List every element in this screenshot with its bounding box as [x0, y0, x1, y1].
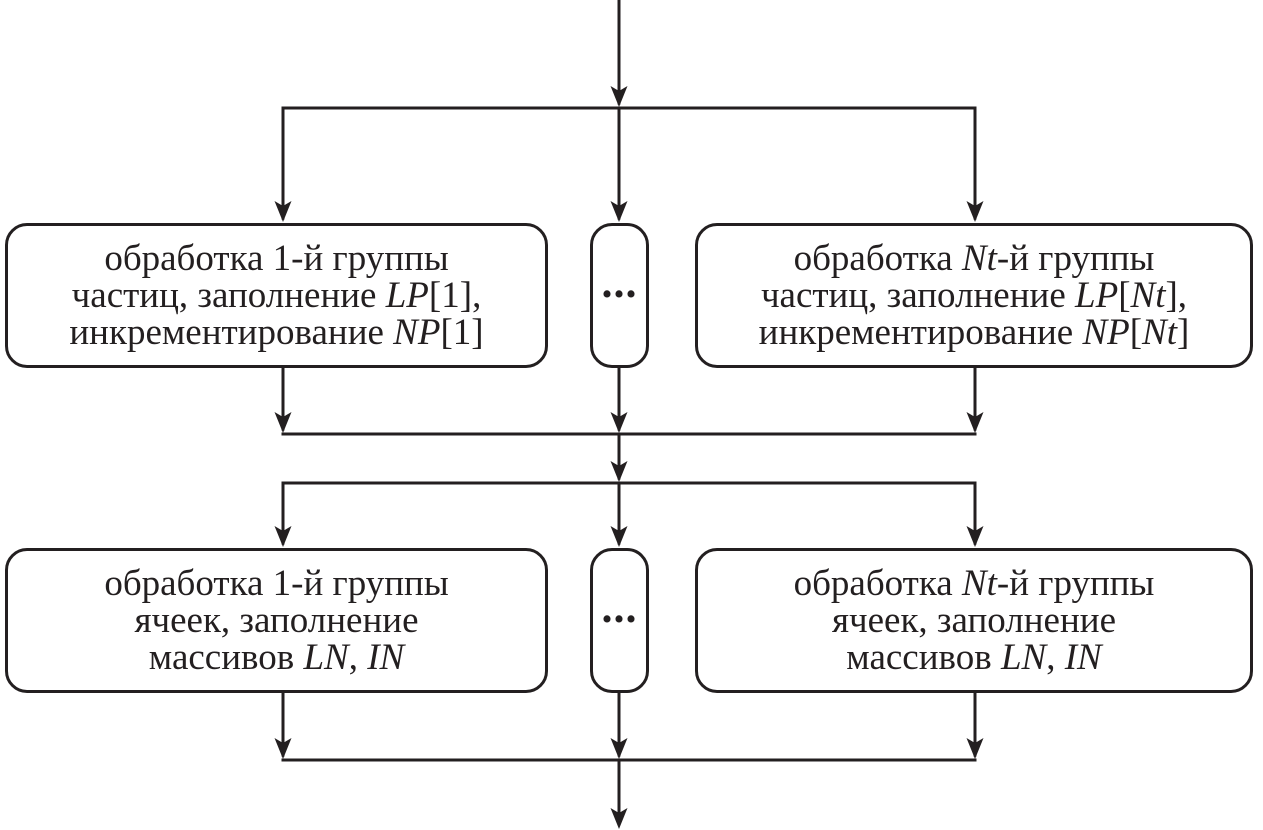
arrowhead-icon [610, 461, 628, 482]
text-segment: [1], [428, 275, 482, 316]
box-text-line: ячеек, заполнение [134, 602, 418, 639]
box-text-line: обработка 1-й группы [104, 240, 448, 277]
ellipsis-text: ... [602, 586, 638, 630]
box-text-line: массивов LN, IN [149, 639, 404, 676]
text-segment: Nt [1130, 275, 1166, 316]
text-segment: Nt [961, 238, 997, 279]
text-segment: ячеек, заполнение [134, 600, 419, 641]
text-segment: обработка 1-й группы [104, 238, 449, 279]
arrowhead-icon [966, 738, 984, 759]
arrowheads [274, 86, 984, 829]
box-process-cells-group-nt: обработка Nt-й группы ячеек, заполнение … [695, 548, 1253, 693]
text-segment: LN [303, 637, 349, 678]
box-text-line: инкрементирование NP[1] [69, 314, 483, 351]
arrowhead-icon [610, 808, 628, 829]
box-ellipsis-cells: ... [590, 548, 649, 693]
arrowhead-icon [274, 738, 292, 759]
arrowhead-icon [966, 201, 984, 222]
text-segment: ... [601, 583, 638, 632]
text-segment: Nt [1142, 312, 1178, 353]
text-segment: [ [1129, 312, 1143, 353]
text-segment: LN [1000, 637, 1047, 678]
arrowhead-icon [966, 412, 984, 433]
text-segment: -й группы [996, 238, 1155, 279]
text-segment: LP [1075, 275, 1119, 316]
text-segment: обработка [793, 238, 962, 279]
arrowhead-icon [610, 738, 628, 759]
box-text-line: обработка Nt-й группы [794, 565, 1155, 602]
text-segment: Nt [961, 563, 997, 604]
text-segment: частиц, заполнение [71, 275, 386, 316]
text-segment: NP [393, 312, 441, 353]
box-text-line: инкрементирование NP[Nt] [759, 314, 1190, 351]
box-text-line: частиц, заполнение LP[1], [72, 277, 482, 314]
box-text-line: обработка 1-й группы [104, 565, 448, 602]
box-text-line: массивов LN, IN [846, 639, 1101, 676]
text-segment: обработка [793, 563, 962, 604]
text-segment: ... [601, 258, 638, 307]
box-text-line: ячеек, заполнение [832, 602, 1116, 639]
arrowhead-icon [610, 201, 628, 222]
box-process-particles-group-1: обработка 1-й группы частиц, заполнение … [5, 223, 548, 368]
arrowhead-icon [610, 526, 628, 547]
text-segment: , [1046, 637, 1065, 678]
text-segment: IN [1064, 637, 1102, 678]
arrowhead-icon [610, 412, 628, 433]
text-segment: частиц, заполнение [760, 275, 1075, 316]
text-segment: , [348, 637, 368, 678]
arrowhead-icon [274, 412, 292, 433]
text-segment: массивов [846, 637, 1001, 678]
text-segment: ] [1177, 312, 1190, 353]
text-segment: LP [385, 275, 429, 316]
box-process-cells-group-1: обработка 1-й группы ячеек, заполнение м… [5, 548, 548, 693]
box-process-particles-group-nt: обработка Nt-й группы частиц, заполнение… [695, 223, 1253, 368]
text-segment: инкрементирование [69, 312, 394, 353]
text-segment: массивов [148, 637, 304, 678]
box-text-line: обработка Nt-й группы [794, 240, 1155, 277]
arrowhead-icon [274, 201, 292, 222]
text-segment: [ [1118, 275, 1131, 316]
box-ellipsis-particles: ... [590, 223, 649, 368]
arrowhead-icon [274, 526, 292, 547]
text-segment: ячеек, заполнение [831, 600, 1117, 641]
text-segment: [1] [440, 312, 484, 353]
text-segment: NP [1082, 312, 1130, 353]
arrowhead-icon [610, 86, 628, 107]
box-text-line: частиц, заполнение LP[Nt], [761, 277, 1187, 314]
connector-lines [281, 0, 977, 826]
arrowhead-icon [966, 526, 984, 547]
text-segment: -й группы [996, 563, 1155, 604]
text-segment: IN [367, 637, 405, 678]
text-segment: ], [1165, 275, 1188, 316]
ellipsis-text: ... [602, 261, 638, 305]
text-segment: обработка 1-й группы [104, 563, 449, 604]
text-segment: инкрементирование [758, 312, 1083, 353]
